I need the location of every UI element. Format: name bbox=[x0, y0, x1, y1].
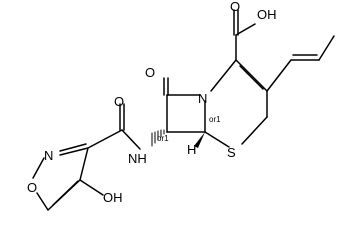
bond-s-c6 bbox=[204, 131, 230, 148]
bond-vinyl-end bbox=[318, 35, 335, 61]
atom-amide-o: O bbox=[114, 94, 124, 109]
atom-isoxazole-n: N bbox=[44, 148, 53, 163]
atom-lactam-o: O bbox=[145, 65, 155, 80]
stereo-label-c7: or1 bbox=[157, 134, 169, 143]
atom-carboxyl-o: O bbox=[230, 0, 240, 14]
bond-lines bbox=[32, 9, 335, 211]
bond-amide-c-nh bbox=[121, 129, 141, 150]
atom-bridgehead-h: H bbox=[187, 142, 196, 157]
bond-o-c5-isox bbox=[36, 192, 49, 211]
bond-c3-vinyl bbox=[266, 59, 292, 92]
atom-hydroxy-oh: OH bbox=[103, 190, 123, 205]
bond-c5-c4-isox-b bbox=[52, 180, 79, 206]
bond-carboxyl-c-oh bbox=[235, 23, 256, 36]
bond-c2-c3-double-a bbox=[235, 59, 268, 92]
bond-c3-c4-isox bbox=[79, 147, 89, 181]
atom-amide-nh: NH bbox=[128, 151, 147, 166]
atom-ring-s: S bbox=[227, 145, 236, 160]
c7-nh-hash-bond bbox=[151, 129, 165, 147]
bond-n-o-isox bbox=[32, 157, 45, 179]
bond-c3-n-isox-a bbox=[59, 147, 89, 156]
bridgehead-h-wedge bbox=[194, 132, 205, 148]
stereo-label-c6: or1 bbox=[209, 115, 221, 124]
bond-c2-c3-double-b bbox=[239, 65, 264, 90]
bond-c4-s bbox=[241, 116, 268, 145]
atom-isoxazole-o: O bbox=[27, 180, 37, 195]
bond-c2-n bbox=[210, 59, 237, 92]
atom-ring-n: N bbox=[198, 91, 207, 106]
atom-carboxyl-oh: OH bbox=[257, 7, 277, 22]
bond-c4-oh bbox=[79, 179, 104, 196]
bond-amide-c-isoxazole bbox=[87, 129, 123, 149]
bond-c3-n-isox-b bbox=[59, 143, 87, 152]
